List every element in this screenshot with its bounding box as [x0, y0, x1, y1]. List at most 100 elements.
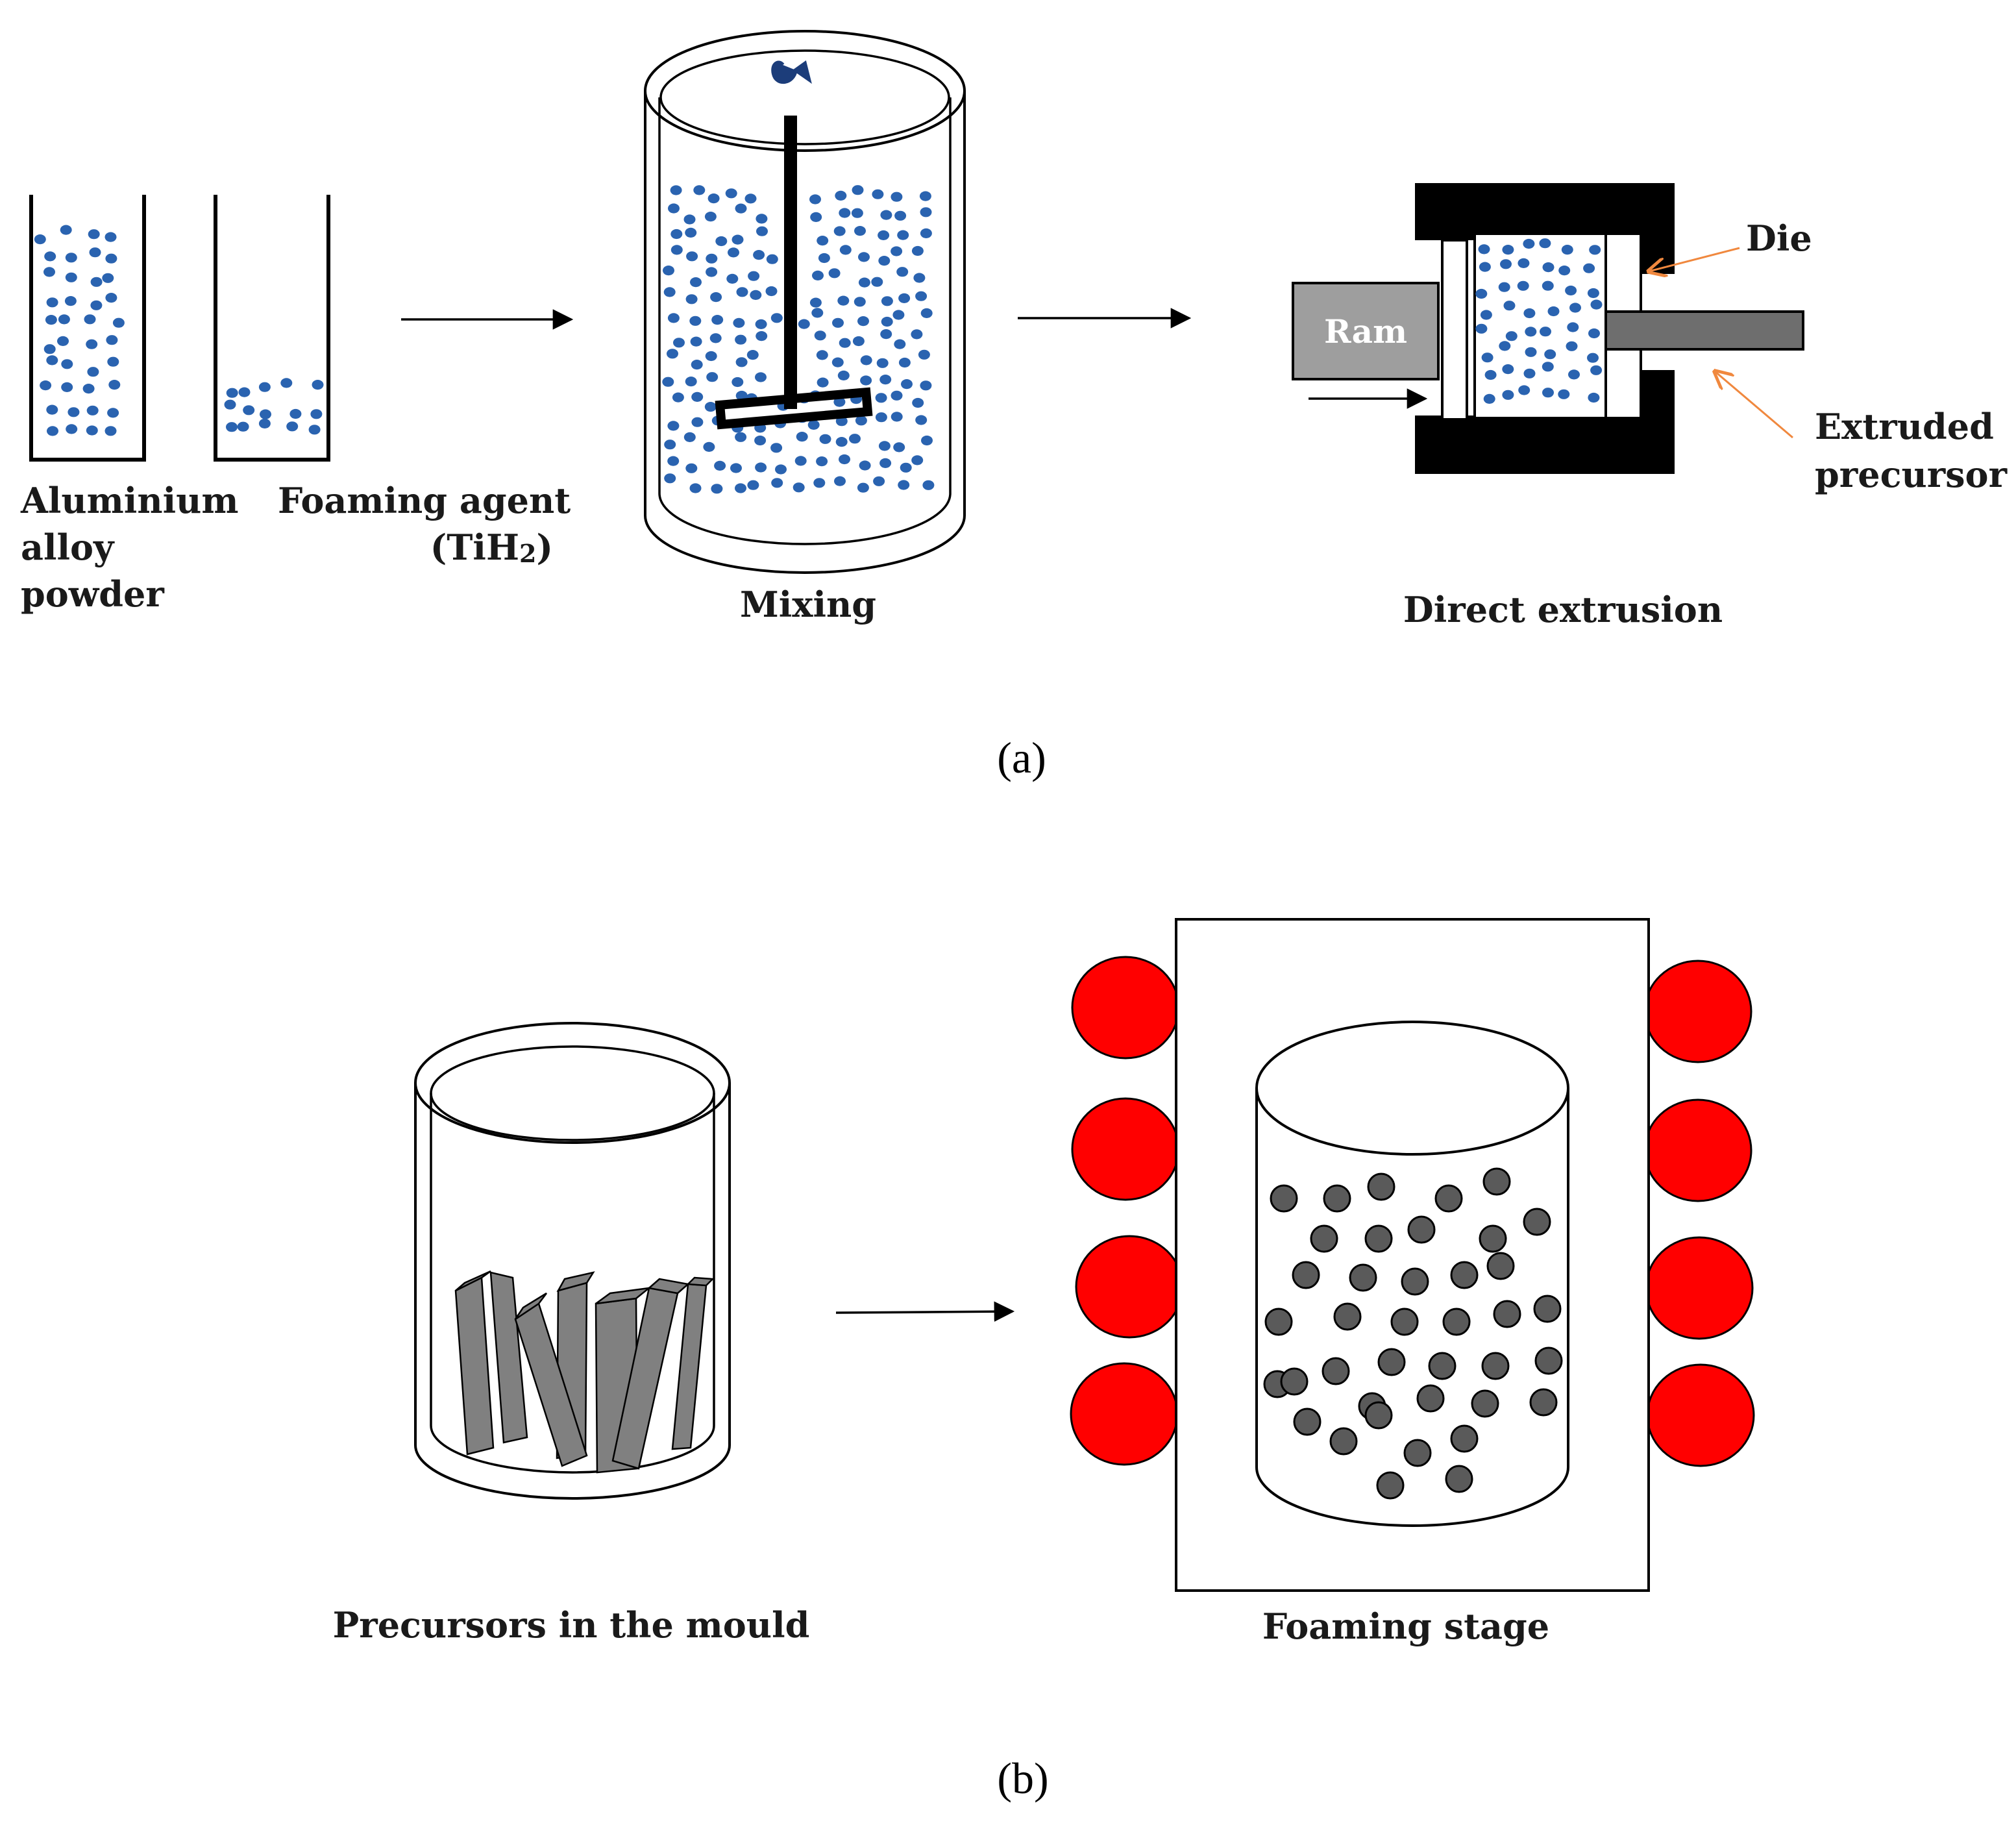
particle	[46, 297, 58, 308]
particle	[1588, 328, 1600, 339]
particle	[87, 367, 99, 377]
foam-bubble	[1428, 1352, 1457, 1380]
particle	[84, 314, 96, 325]
foam-bubble	[1310, 1224, 1338, 1253]
particle	[237, 421, 249, 432]
particle	[839, 454, 850, 465]
particle	[839, 208, 851, 218]
particle	[65, 272, 77, 282]
particle	[875, 412, 887, 423]
particle	[663, 287, 676, 297]
foam-bubble	[1416, 1384, 1445, 1413]
particle	[1523, 368, 1536, 378]
foam-bubble	[1377, 1348, 1406, 1376]
particle	[816, 456, 828, 467]
particle	[832, 317, 844, 328]
particle	[707, 193, 720, 204]
particle	[750, 290, 762, 300]
particle	[68, 407, 80, 417]
particle	[859, 460, 871, 471]
particle	[1590, 365, 1603, 375]
particle	[1544, 349, 1556, 360]
foam-bubble	[1349, 1263, 1377, 1292]
particle	[45, 315, 57, 325]
particle	[725, 188, 737, 199]
particle	[706, 267, 718, 277]
particle	[280, 378, 293, 388]
particle	[828, 268, 841, 279]
particle	[711, 315, 724, 325]
particle	[1518, 258, 1530, 268]
particle	[90, 300, 103, 310]
particle	[108, 380, 121, 390]
mixing-label: Mixing	[740, 584, 876, 625]
particle	[921, 435, 933, 446]
foam-bubble	[1292, 1261, 1320, 1289]
foam-bubble	[1390, 1308, 1419, 1336]
particle	[755, 462, 767, 473]
particle	[731, 377, 744, 388]
particle	[875, 393, 887, 403]
particle	[102, 273, 114, 283]
particle	[704, 212, 717, 222]
foam-bubble	[1442, 1308, 1471, 1336]
particle	[730, 463, 742, 473]
particle	[1587, 288, 1599, 299]
particle	[880, 210, 892, 220]
particle	[64, 296, 77, 306]
powder-label-line3: powder	[21, 573, 164, 615]
die-leader-line	[1649, 247, 1740, 271]
particle	[690, 277, 702, 288]
particle	[1475, 288, 1488, 299]
particle	[60, 225, 72, 235]
particle	[258, 418, 271, 429]
particle	[1558, 389, 1570, 399]
particle	[34, 234, 46, 245]
particle	[918, 349, 930, 360]
particle	[1539, 238, 1551, 249]
particle	[260, 409, 271, 419]
particle	[855, 415, 867, 426]
particle	[858, 252, 870, 262]
particle	[878, 256, 891, 266]
particle	[755, 319, 767, 329]
particle	[310, 409, 323, 419]
particle	[817, 377, 829, 388]
particle	[47, 426, 58, 436]
particle	[818, 253, 830, 264]
particle	[807, 419, 820, 430]
foam-bubble	[1364, 1401, 1393, 1430]
particle	[664, 440, 676, 450]
particle	[1499, 341, 1511, 351]
billet-chamber	[1473, 232, 1607, 419]
particle	[873, 476, 885, 486]
particle	[286, 421, 299, 432]
panel-b: Precursors in the mould Foaming stage (b…	[333, 918, 1755, 1803]
heater-element	[1071, 1097, 1180, 1201]
particle	[691, 391, 704, 403]
particle	[812, 270, 824, 280]
container-bottom	[1415, 370, 1675, 474]
particle	[107, 356, 119, 367]
particle	[833, 226, 846, 236]
die-label: Die	[1746, 217, 1812, 259]
particle	[858, 277, 870, 288]
particle	[814, 330, 826, 341]
particle	[226, 388, 238, 398]
particle	[289, 408, 302, 419]
particle	[43, 344, 56, 354]
heater-element	[1643, 960, 1752, 1063]
particle	[710, 292, 722, 303]
foam-bubble	[1401, 1267, 1429, 1296]
particle	[735, 203, 747, 214]
particle	[819, 434, 831, 444]
particle	[82, 384, 95, 394]
particle	[1540, 327, 1551, 337]
particle	[1503, 301, 1516, 311]
particle	[46, 355, 58, 366]
foam-bubble	[1323, 1184, 1351, 1213]
particle	[765, 286, 778, 297]
particle	[852, 336, 865, 347]
